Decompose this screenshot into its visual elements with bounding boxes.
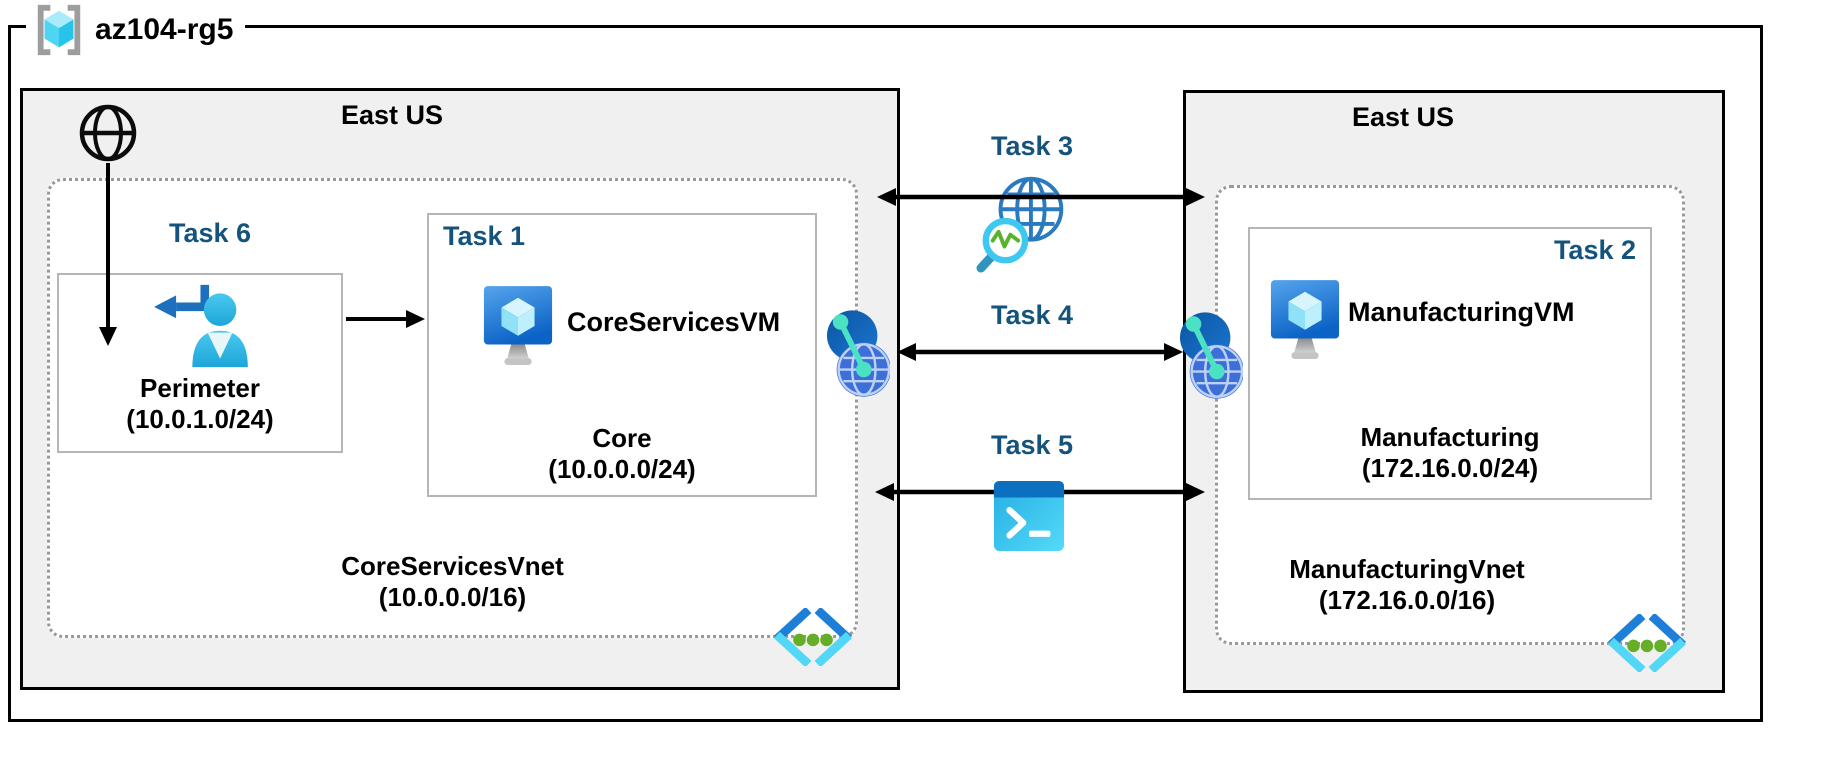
- task5-label: Task 5: [990, 430, 1074, 460]
- network-peering-icon: [1179, 312, 1243, 399]
- core-subnet-name: Core: [592, 423, 652, 453]
- core-subnet-cidr: (10.0.0.0/24): [548, 454, 696, 484]
- cloud-shell-icon: [993, 480, 1065, 552]
- manufacturing-vm-name: ManufacturingVM: [1348, 297, 1575, 327]
- core-vm-name: CoreServicesVM: [567, 307, 781, 337]
- manufacturing-vnet-label: ManufacturingVnet (172.16.0.0/16): [1215, 554, 1599, 616]
- manufacturing-subnet-cidr: (172.16.0.0/24): [1361, 453, 1539, 483]
- resource-group-icon: [37, 4, 81, 56]
- sign-in-user-icon: [154, 284, 248, 368]
- region-title-left: East US: [340, 100, 444, 130]
- task2-box: Task 2 ManufacturingVM Manufacturing (17…: [1248, 227, 1652, 500]
- manufacturing-vnet-cidr: (172.16.0.0/16): [1318, 585, 1496, 615]
- manufacturing-subnet-name: Manufacturing: [1360, 422, 1540, 452]
- core-vnet-name: CoreServicesVnet: [341, 551, 564, 581]
- manufacturing-vnet-name: ManufacturingVnet: [1289, 554, 1525, 584]
- network-peering-icon: [826, 310, 890, 397]
- task3-peering-arrow: [877, 188, 1205, 206]
- perimeter-subnet-cidr: (10.0.1.0/24): [126, 404, 274, 434]
- core-vnet-label: CoreServicesVnet (10.0.0.0/16): [47, 551, 858, 613]
- task1-label: Task 1: [443, 221, 526, 251]
- core-vnet-cidr: (10.0.0.0/16): [378, 582, 527, 612]
- core-subnet-label: Core (10.0.0.0/24): [429, 423, 815, 485]
- network-watcher-icon: [976, 176, 1064, 273]
- virtual-network-icon: [773, 608, 853, 666]
- perimeter-subnet-label: Perimeter (10.0.1.0/24): [126, 373, 273, 435]
- perimeter-to-core-arrow: [346, 310, 425, 328]
- virtual-machine-icon: [1270, 280, 1340, 359]
- perimeter-subnet-name: Perimeter: [140, 373, 260, 403]
- internet-to-perimeter-arrow: [99, 163, 117, 346]
- virtual-machine-icon: [483, 286, 553, 365]
- resource-group-name: az104-rg5: [95, 13, 234, 46]
- region-title-right: East US: [1351, 102, 1455, 132]
- virtual-network-icon: [1607, 614, 1687, 672]
- manufacturing-subnet-label: Manufacturing (172.16.0.0/24): [1250, 422, 1650, 484]
- task3-label: Task 3: [990, 131, 1074, 161]
- perimeter-subnet-box: Perimeter (10.0.1.0/24): [57, 273, 343, 453]
- task1-box: Task 1 CoreServicesVM Core (10.0.0.0/24): [427, 213, 817, 497]
- task4-peering-arrow: [897, 343, 1183, 361]
- internet-globe-icon: [79, 104, 137, 162]
- resource-group-label: az104-rg5: [26, 1, 246, 59]
- task2-label: Task 2: [1553, 235, 1636, 265]
- task4-label: Task 4: [990, 300, 1074, 330]
- task6-label: Task 6: [168, 218, 252, 248]
